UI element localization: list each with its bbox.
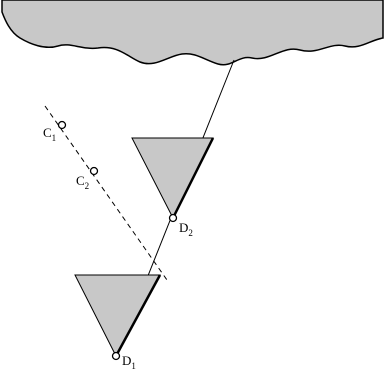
label-c2-index: 2 xyxy=(85,181,90,191)
label-d1-index: 1 xyxy=(131,361,136,371)
point-c2-marker xyxy=(89,166,99,176)
upper-cone-edge xyxy=(171,137,215,219)
point-d2-marker xyxy=(168,213,178,223)
label-d1: D1 xyxy=(122,353,136,371)
cloud-shape xyxy=(1,0,384,66)
point-c1-marker xyxy=(57,120,67,130)
point-d1-marker xyxy=(111,351,121,361)
label-d2: D2 xyxy=(179,220,193,238)
label-c1: C1 xyxy=(43,125,56,143)
label-d2-letter: D xyxy=(179,220,188,235)
label-d1-letter: D xyxy=(122,353,131,368)
lower-cone-edge xyxy=(114,274,162,357)
label-c1-index: 1 xyxy=(52,133,57,143)
upper-cone xyxy=(131,137,214,220)
label-c2: C2 xyxy=(76,173,89,191)
label-c2-letter: C xyxy=(76,173,85,188)
label-d2-index: 2 xyxy=(188,228,193,238)
lower-cone xyxy=(74,274,161,358)
dashed-line xyxy=(44,105,168,281)
label-c1-letter: C xyxy=(43,125,52,140)
